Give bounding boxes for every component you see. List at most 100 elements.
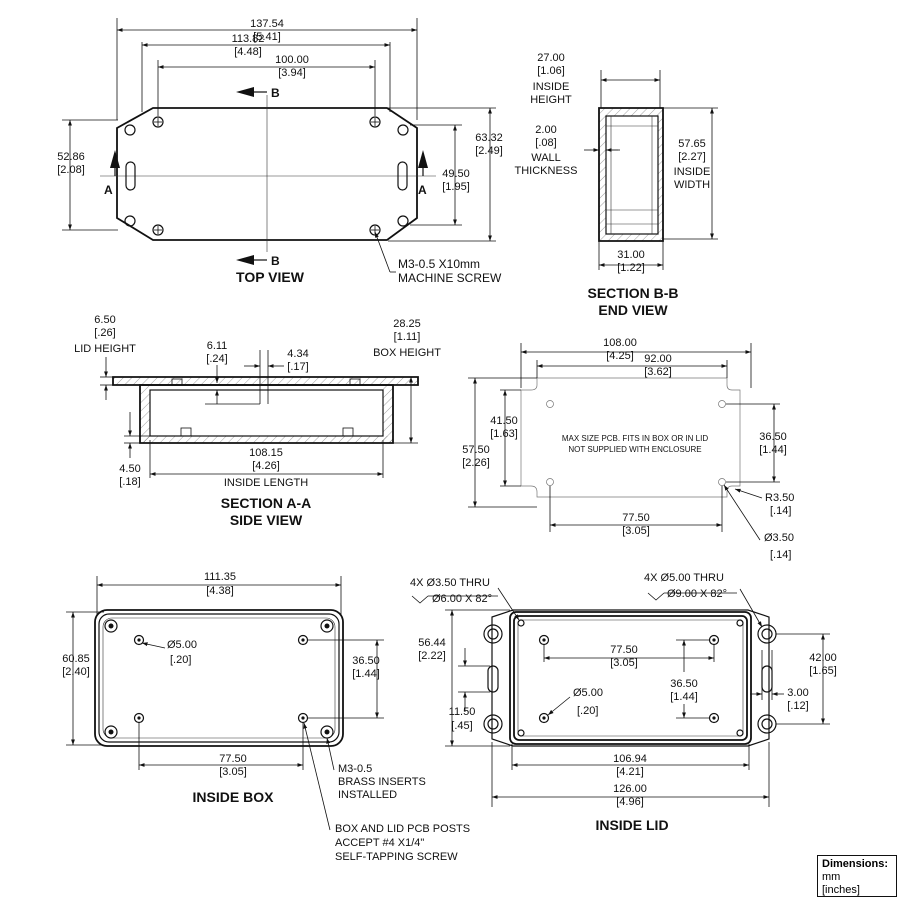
dim-side-box-height: 28.25 [393, 318, 421, 330]
dim-lid-height-left-in: [2.22] [418, 650, 446, 662]
dim-side-post-a-in: [.24] [206, 353, 227, 365]
screw-note: MACHINE SCREW [398, 271, 502, 285]
dim-side-lid-height-in: [.26] [94, 327, 115, 339]
end-view-title: SECTION B-B [588, 285, 679, 301]
dim-box-height-in: [2.40] [62, 666, 90, 678]
dim-lid-inner-width: 106.94 [613, 753, 647, 765]
dim-end-depth-in: [1.22] [617, 262, 645, 274]
dim-pcb-inner-width-in: [3.62] [644, 366, 672, 378]
dim-box-posts-v: 36.50 [352, 655, 380, 667]
dim-side-lid-height-label: LID HEIGHT [74, 343, 136, 355]
dim-box-width: 111.35 [204, 571, 236, 583]
dim-side-inside-length: 108.15 [249, 447, 283, 459]
dim-top-mid-width-in: [4.48] [234, 46, 262, 58]
dim-box-post-dia: Ø5.00 [167, 639, 197, 651]
dim-box-posts-h-in: [3.05] [219, 766, 247, 778]
side-view-title: SECTION A-A [221, 495, 311, 511]
dim-box-width-in: [4.38] [206, 585, 234, 597]
pcb-posts-note: BOX AND LID PCB POSTS [335, 823, 470, 835]
dim-end-inside-height-label: HEIGHT [530, 94, 572, 106]
inside-lid-view: 4X Ø3.50 THRU Ø6.00 X 82° 4X Ø5.00 THRU … [410, 572, 837, 833]
dim-lid-post-dia-in: [.20] [577, 705, 598, 717]
dim-lid-height-right: 42.00 [809, 652, 837, 664]
dim-pcb-holes-v-in: [1.44] [759, 444, 787, 456]
screw-icon [152, 116, 381, 236]
inside-box-view: 111.35 [4.38] 60.85 [2.40] Ø5.00 [.20] 3… [62, 571, 470, 863]
pcb-outline-view: MAX SIZE PCB. FITS IN BOX OR IN LID NOT … [462, 337, 794, 561]
dim-pcb-height-in: [2.26] [462, 457, 490, 469]
side-view-title: SIDE VIEW [230, 512, 303, 528]
section-a-label: A [418, 183, 427, 197]
dim-pcb-radius-in: [.14] [770, 505, 791, 517]
box-insert-note: INSTALLED [338, 789, 397, 801]
dim-end-inside-width-label: INSIDE [674, 166, 711, 178]
pcb-posts-note: SELF-TAPPING SCREW [335, 851, 458, 863]
dim-top-screws-width: 100.00 [275, 54, 309, 66]
dim-side-inside-length-label: INSIDE LENGTH [224, 477, 308, 489]
dim-lid-slot: 11.50 [449, 706, 476, 718]
dim-lid-slot-width: 3.00 [787, 687, 808, 699]
dim-end-inside-height-label: INSIDE [533, 81, 570, 93]
dim-end-inside-width-label: WIDTH [674, 179, 710, 191]
dim-top-overall-width: 137.54 [250, 18, 284, 30]
dim-pcb-height: 57.50 [462, 444, 490, 456]
end-view-title: END VIEW [598, 302, 668, 318]
section-b-top-arrow-icon [236, 87, 254, 97]
dim-top-overall-height-in: [2.49] [475, 145, 503, 157]
dim-lid-post-dia: Ø5.00 [573, 687, 603, 699]
dim-lid-slot-width-in: [.12] [787, 700, 808, 712]
legend-heading: Dimensions: [822, 858, 889, 870]
dim-top-screws-height: 49.50 [442, 168, 470, 180]
dim-side-post-b: 4.34 [287, 348, 308, 360]
side-view: 6.50 [.26] LID HEIGHT 6.11 [.24] 4.34 [.… [74, 314, 441, 528]
dim-pcb-width-in: [4.25] [606, 350, 634, 362]
dim-top-left-height: 52.86 [57, 151, 85, 163]
dim-box-height: 60.85 [62, 653, 90, 665]
lid-hole-left-note: 4X Ø3.50 THRU [410, 577, 490, 589]
lid-hole-right-note: 4X Ø5.00 THRU [644, 572, 724, 584]
dim-end-inside-height-in: [1.06] [537, 65, 565, 77]
dim-lid-posts-h: 77.50 [610, 644, 638, 656]
dim-side-box-height-in: [1.11] [394, 331, 421, 343]
dim-lid-height-right-in: [1.65] [809, 665, 837, 677]
section-b-label: B [271, 254, 280, 268]
dim-lid-height-left: 56.44 [418, 637, 446, 649]
dim-pcb-inner-width: 92.00 [644, 353, 672, 365]
dim-pcb-width: 108.00 [603, 337, 637, 349]
dimensions-legend: Dimensions: mm [inches] [817, 855, 897, 897]
dim-side-post-b-in: [.17] [287, 361, 308, 373]
dim-box-posts-h: 77.50 [219, 753, 247, 765]
legend-unit: mm [822, 871, 841, 883]
dim-top-left-height-in: [2.08] [57, 164, 85, 176]
dim-end-depth: 31.00 [617, 249, 645, 261]
dim-lid-posts-h-in: [3.05] [610, 657, 638, 669]
legend-alt-unit: [inches] [822, 884, 860, 896]
section-a-label: A [104, 183, 113, 197]
dim-top-screws-height-in: [1.95] [442, 181, 470, 193]
end-view: 27.00 [1.06] INSIDE HEIGHT 2.00 [.08] WA… [515, 52, 718, 318]
pcb-note: NOT SUPPLIED WITH ENCLOSURE [568, 445, 701, 454]
inside-box-title: INSIDE BOX [193, 789, 275, 805]
dim-pcb-holes-h: 77.50 [622, 512, 650, 524]
inside-lid-title: INSIDE LID [595, 817, 668, 833]
lid-hole-left-note: Ø6.00 X 82° [432, 593, 492, 605]
dim-top-overall-height: 63.32 [475, 132, 503, 144]
dim-side-lid-height: 6.50 [94, 314, 115, 326]
dim-side-box-height-label: BOX HEIGHT [373, 347, 441, 359]
dim-lid-slot-in: [.45] [451, 720, 472, 732]
dim-side-inside-length-in: [4.26] [252, 460, 280, 472]
dim-lid-inner-width-in: [4.21] [616, 766, 644, 778]
dim-end-wall-label: WALL [531, 152, 561, 164]
dim-end-wall: 2.00 [535, 124, 556, 136]
dim-pcb-hole-dia-in: [.14] [770, 549, 791, 561]
dim-top-overall-width-in: [5.41] [253, 31, 281, 43]
dim-lid-overall-width-in: [4.96] [616, 796, 644, 808]
box-insert-note: M3-0.5 [338, 763, 372, 775]
dim-pcb-holes-v: 36.50 [759, 431, 787, 443]
dim-end-inside-width-in: [2.27] [678, 151, 706, 163]
pcb-note: MAX SIZE PCB. FITS IN BOX OR IN LID [562, 434, 708, 443]
top-view: A A B B 137.54 [5.41] 113.82 [4.48] 100.… [57, 18, 503, 285]
dim-end-inside-width: 57.65 [678, 138, 706, 150]
section-a-right-arrow-icon [418, 150, 428, 168]
dim-lid-posts-v: 36.50 [670, 678, 698, 690]
